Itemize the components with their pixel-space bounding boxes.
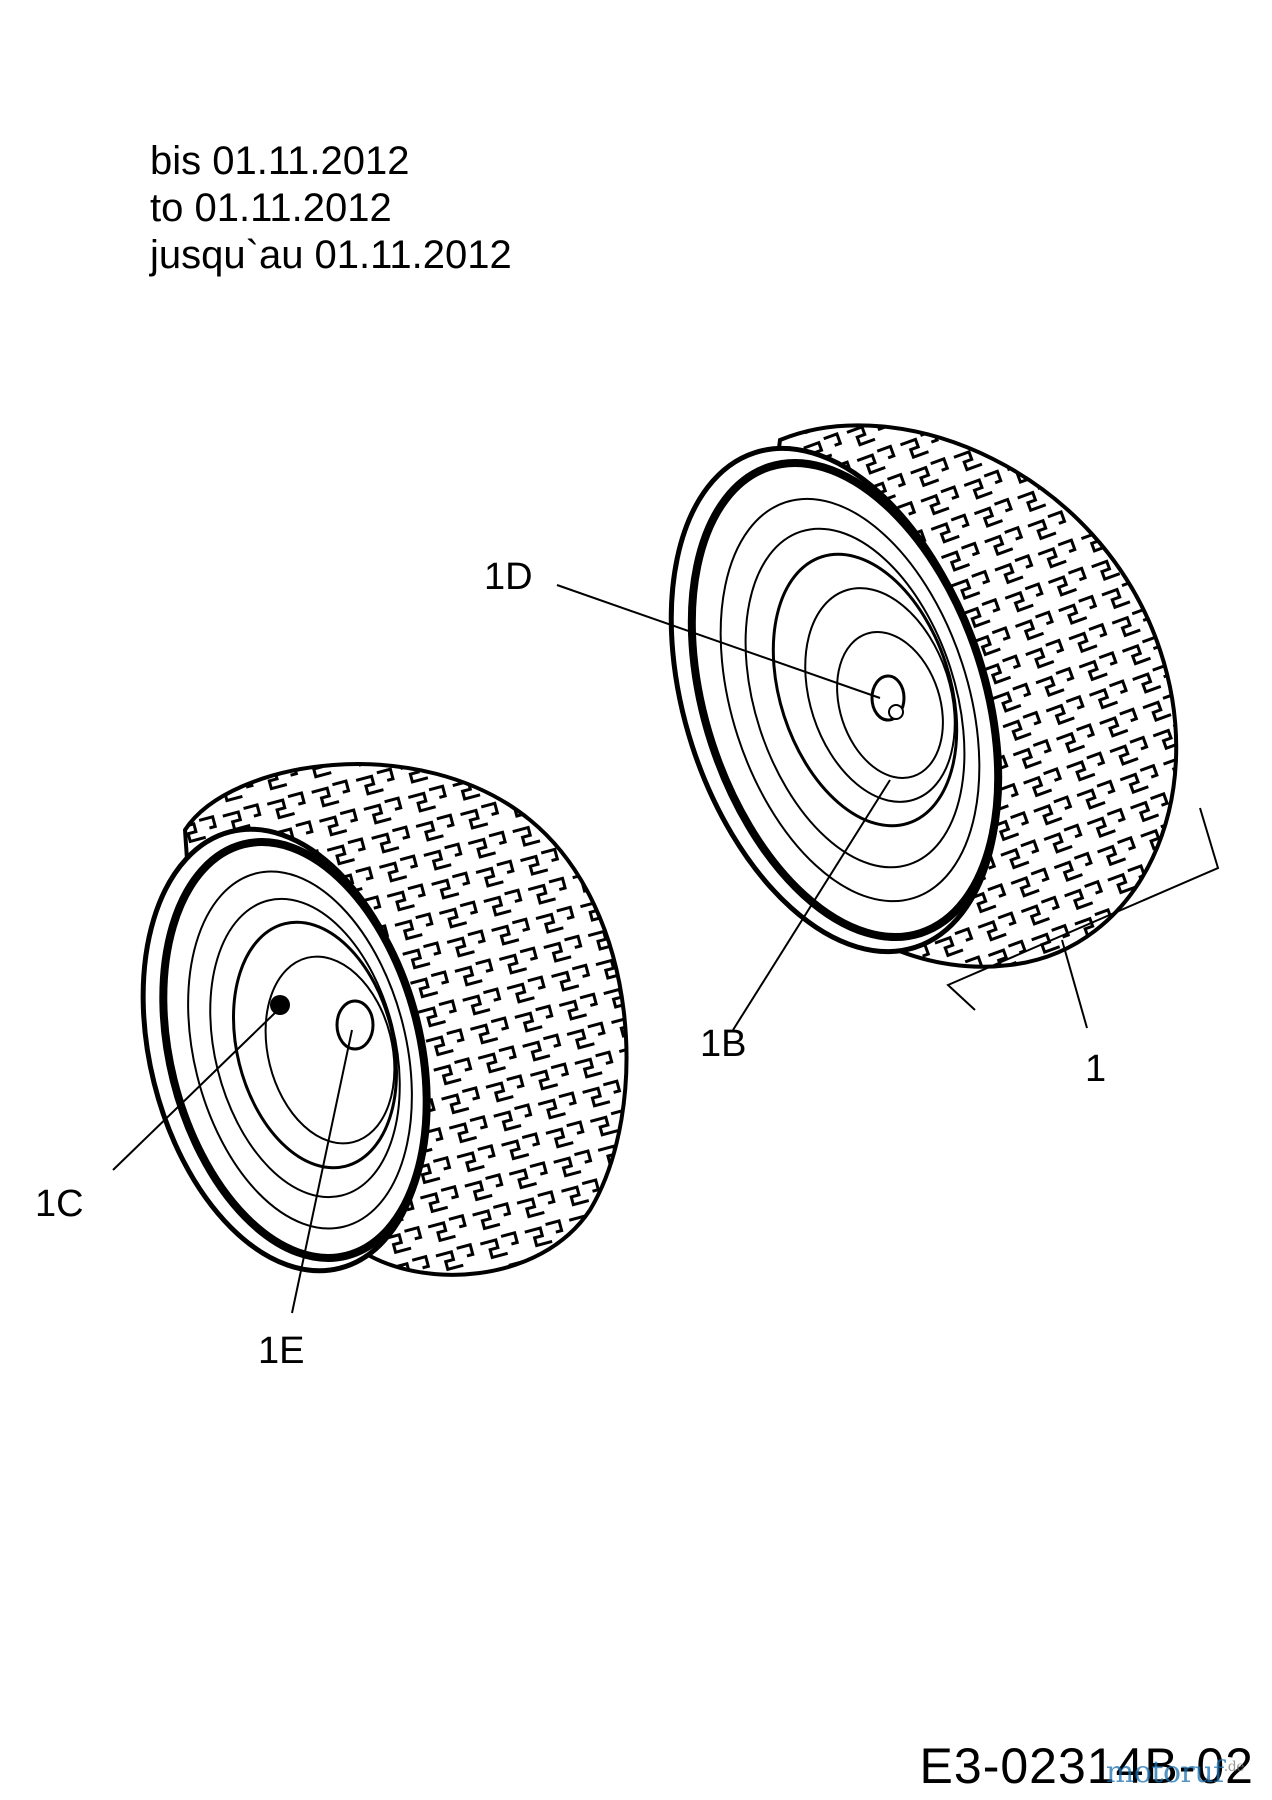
left-hub: [335, 999, 375, 1051]
callout-1b: 1B: [700, 1023, 747, 1065]
assembly-bracket: [946, 807, 1220, 1011]
validity-note-fr: jusqu`au 01.11.2012: [150, 233, 512, 277]
left-wheel: [140, 762, 629, 1277]
validity-note-en: to 01.11.2012: [150, 186, 392, 230]
validity-note-de: bis 01.11.2012: [150, 139, 410, 183]
watermark-logo: motoruf.de: [1105, 1755, 1245, 1790]
leader-lines: [112, 584, 891, 1314]
right-wheel: [668, 423, 1179, 969]
callout-1c: 1C: [35, 1183, 84, 1225]
callout-1e: 1E: [258, 1330, 305, 1372]
validity-note: bis 01.11.2012 to 01.11.2012 jusqu`au 01…: [150, 138, 512, 279]
callout-1: 1: [1085, 1048, 1107, 1090]
document-number: E3-02314B-02: [919, 1738, 1254, 1794]
callout-1d: 1D: [484, 556, 533, 598]
valve-stem: [270, 995, 290, 1015]
